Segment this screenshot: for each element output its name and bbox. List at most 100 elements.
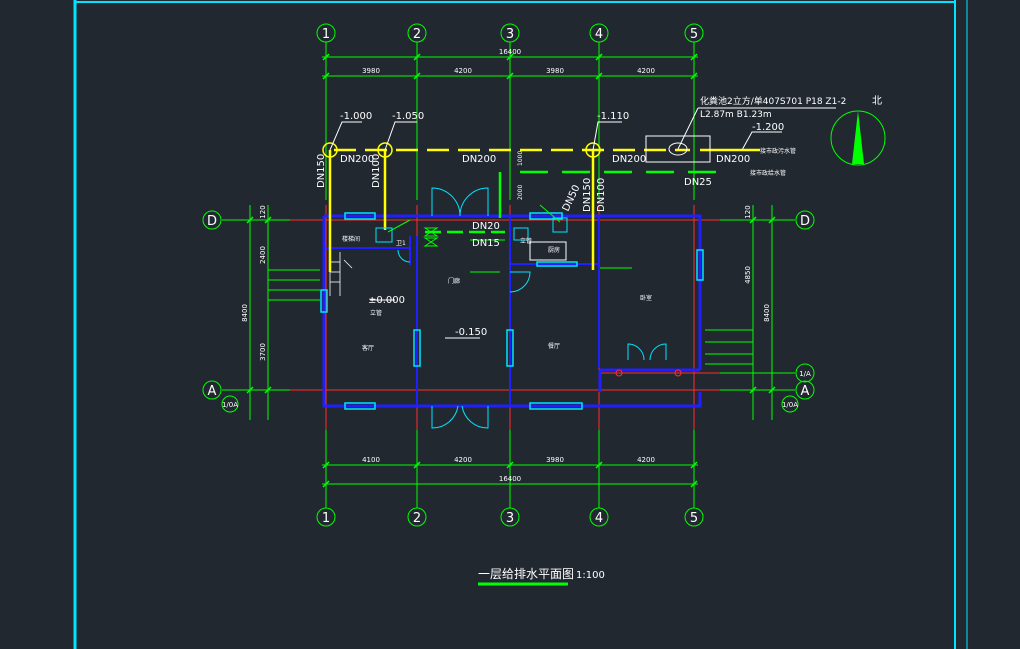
level-indoor: -0.150 xyxy=(455,327,487,338)
pipe-dn100-v2: DN100 xyxy=(596,178,607,212)
dim-right-total: 8400 xyxy=(763,304,771,322)
dim-bottom-2: 4200 xyxy=(454,456,472,464)
col-label-3-top: 3 xyxy=(506,27,514,42)
dim-top-3: 3980 xyxy=(546,67,564,75)
note-to-drain: 接市政污水管 xyxy=(760,147,796,155)
pipe-dn100-v: DN100 xyxy=(371,154,382,188)
notes: 化粪池2立方/单407S701 P18 Z1-2 L2.87m B1.23m 接… xyxy=(700,95,882,177)
dim-left-total: 8400 xyxy=(241,304,249,322)
level-texts: -1.000 -1.050 -1.110 -1.200 ±0.000 -0.15… xyxy=(340,111,784,338)
row-label-10a-right: 1/0A xyxy=(782,401,798,409)
room-kitchen: 厨房 xyxy=(548,246,560,254)
pipe-dn150-v: DN150 xyxy=(316,154,327,188)
room-labels: 楼梯间 卫1 厨房 门廊 客厅 餐厅 卧室 立管 立管 xyxy=(342,235,652,352)
dim-top-4: 4200 xyxy=(637,67,655,75)
row-label-10a-left: 1/0A xyxy=(222,401,238,409)
row-label-a-right: A xyxy=(801,384,810,399)
level-4: -1.200 xyxy=(752,122,784,133)
doors xyxy=(397,187,667,429)
title-main: 一层给排水平面图 xyxy=(478,567,574,581)
sub-grid-labels: 1/A 1/0A 1/0A xyxy=(222,370,811,409)
row-label-d-right: D xyxy=(800,214,810,229)
col-label-5-bottom: 5 xyxy=(690,511,698,526)
room-living: 客厅 xyxy=(362,344,374,352)
vertical-2000: 2000 xyxy=(517,185,524,200)
pipe-labels: DN200 DN200 DN200 DN200 DN25 DN20 DN15 D… xyxy=(316,154,750,249)
dim-right-1: 4850 xyxy=(744,266,752,284)
north-arrow xyxy=(830,110,886,166)
room-bedroom: 卧室 xyxy=(640,294,652,302)
room-riser-r: 立管 xyxy=(520,237,532,245)
col-label-2-bottom: 2 xyxy=(413,511,421,526)
room-wc: 卫1 xyxy=(396,240,406,247)
room-dining: 餐厅 xyxy=(548,342,560,350)
inspection-wells xyxy=(322,142,601,158)
septic-note-1: 化粪池2立方/单407S701 P18 Z1-2 xyxy=(700,95,846,107)
note-to-water: 接市政给水管 xyxy=(750,169,786,177)
level-3: -1.110 xyxy=(597,111,629,122)
col-label-2-top: 2 xyxy=(413,27,421,42)
dimension-ticks xyxy=(246,53,776,488)
col-label-4-top: 4 xyxy=(595,27,603,42)
drain-pipes xyxy=(328,148,760,272)
grid-bubbles-bottom xyxy=(316,507,704,527)
vertical-1000: 1000 xyxy=(517,151,524,166)
col-label-1-top: 1 xyxy=(322,27,330,42)
pipe-dn20: DN20 xyxy=(472,221,500,232)
grid-bubbles-top xyxy=(316,23,704,43)
dim-bottom-4: 4200 xyxy=(637,456,655,464)
grid-bubbles-side xyxy=(202,210,815,413)
pipe-dn150-v2: DN150 xyxy=(582,178,593,212)
dimension-texts: 3980 4200 3980 4200 16400 4100 4200 3980… xyxy=(362,48,655,483)
col-label-4-bottom: 4 xyxy=(595,511,603,526)
col-label-1-bottom: 1 xyxy=(322,511,330,526)
windows xyxy=(320,212,704,410)
exterior-walls xyxy=(322,214,702,408)
col-label-5-top: 5 xyxy=(690,27,698,42)
pipe-dn200-a: DN200 xyxy=(340,154,374,165)
pipe-dn25: DN25 xyxy=(684,177,712,188)
dim-bottom-3: 3980 xyxy=(546,456,564,464)
room-riser-l: 立管 xyxy=(370,309,382,317)
pipe-dn50: DN50 xyxy=(561,183,583,213)
dim-left-small: 120 xyxy=(259,205,267,218)
drawing-frame xyxy=(73,0,968,649)
dim-top-1: 3980 xyxy=(362,67,380,75)
valves xyxy=(423,227,439,247)
pipe-dn15: DN15 xyxy=(472,238,500,249)
col-label-3-bottom: 3 xyxy=(506,511,514,526)
pipe-dn200-b: DN200 xyxy=(462,154,496,165)
level-2: -1.050 xyxy=(392,111,424,122)
north-label: 北 xyxy=(872,95,882,107)
title-scale: 1:100 xyxy=(576,570,605,581)
dim-top-total: 16400 xyxy=(499,48,521,56)
dim-bottom-total: 16400 xyxy=(499,475,521,483)
room-lobby: 门廊 xyxy=(448,277,460,285)
dim-left-2: 3700 xyxy=(259,343,267,361)
level-floor: ±0.000 xyxy=(368,295,405,306)
grid-labels: 1 2 3 4 5 1 2 3 4 5 D A D A xyxy=(207,27,810,526)
dim-right-small: 120 xyxy=(744,205,752,218)
level-markers xyxy=(329,121,782,339)
dim-bottom-1: 4100 xyxy=(362,456,380,464)
water-supply-pipe xyxy=(425,170,730,234)
room-stair: 楼梯间 xyxy=(342,235,360,243)
leader-lines xyxy=(268,239,753,365)
septic-note-2: L2.87m B1.23m xyxy=(700,110,772,120)
pipe-dn200-d: DN200 xyxy=(716,154,750,165)
dim-left-1: 2400 xyxy=(259,246,267,264)
pipe-small-dims: 1000 2000 xyxy=(517,151,524,200)
row-label-a-left: A xyxy=(208,384,217,399)
grid-extension-lines xyxy=(222,42,795,508)
pipe-dn200-c: DN200 xyxy=(612,154,646,165)
level-1: -1.000 xyxy=(340,111,372,122)
drawing-title: 一层给排水平面图 1:100 xyxy=(478,567,605,586)
stair xyxy=(329,252,353,296)
interior-walls xyxy=(326,216,600,406)
dim-top-2: 4200 xyxy=(454,67,472,75)
row-label-d-left: D xyxy=(207,214,217,229)
dimension-texts-vertical: 2400 3700 8400 120 4850 8400 120 xyxy=(241,205,771,361)
fixtures xyxy=(375,204,682,377)
septic-tank xyxy=(645,107,836,163)
